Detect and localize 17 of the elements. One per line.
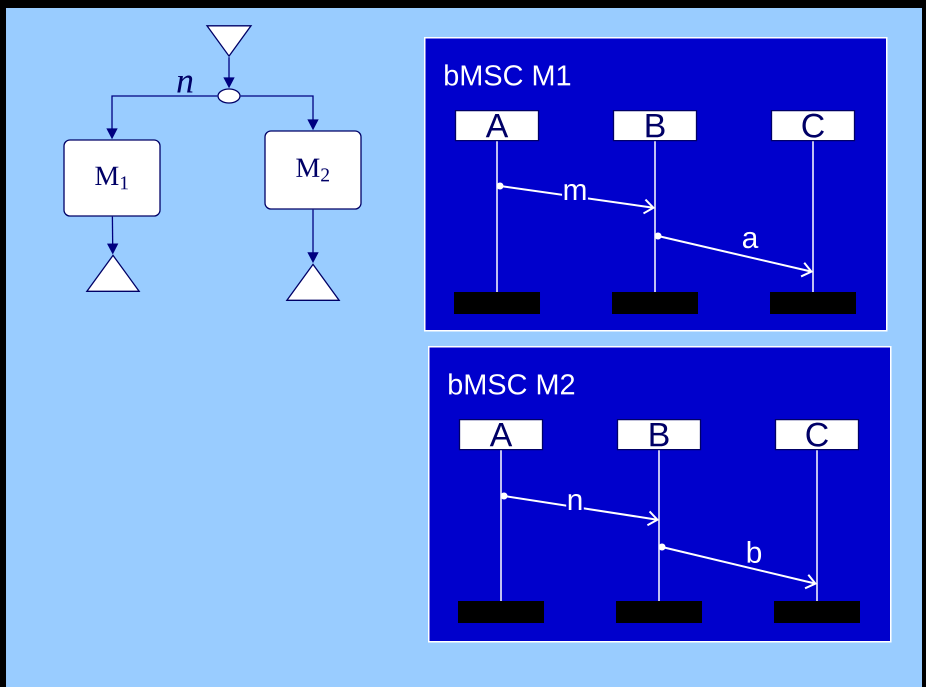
msc-instance: A	[454, 110, 540, 314]
message-arrow	[500, 492, 659, 526]
edge-label: b	[745, 540, 763, 564]
choice-ellipse	[217, 88, 241, 104]
reference-box: M$_{2}$	[264, 130, 362, 210]
msc-instance: B	[616, 419, 702, 623]
edge-label: n	[176, 75, 194, 93]
reference-box: M$_{1}$	[63, 139, 161, 217]
msc-instance: C	[770, 110, 856, 314]
message-arrow	[654, 232, 813, 278]
msc-instance: B	[612, 110, 698, 314]
msc-instance: C	[774, 419, 860, 623]
edge-label: a	[741, 231, 759, 249]
edge-label: m	[562, 183, 588, 201]
edge-label: n	[566, 493, 584, 511]
message-arrow	[658, 544, 817, 590]
msc-instance: A	[458, 419, 544, 623]
